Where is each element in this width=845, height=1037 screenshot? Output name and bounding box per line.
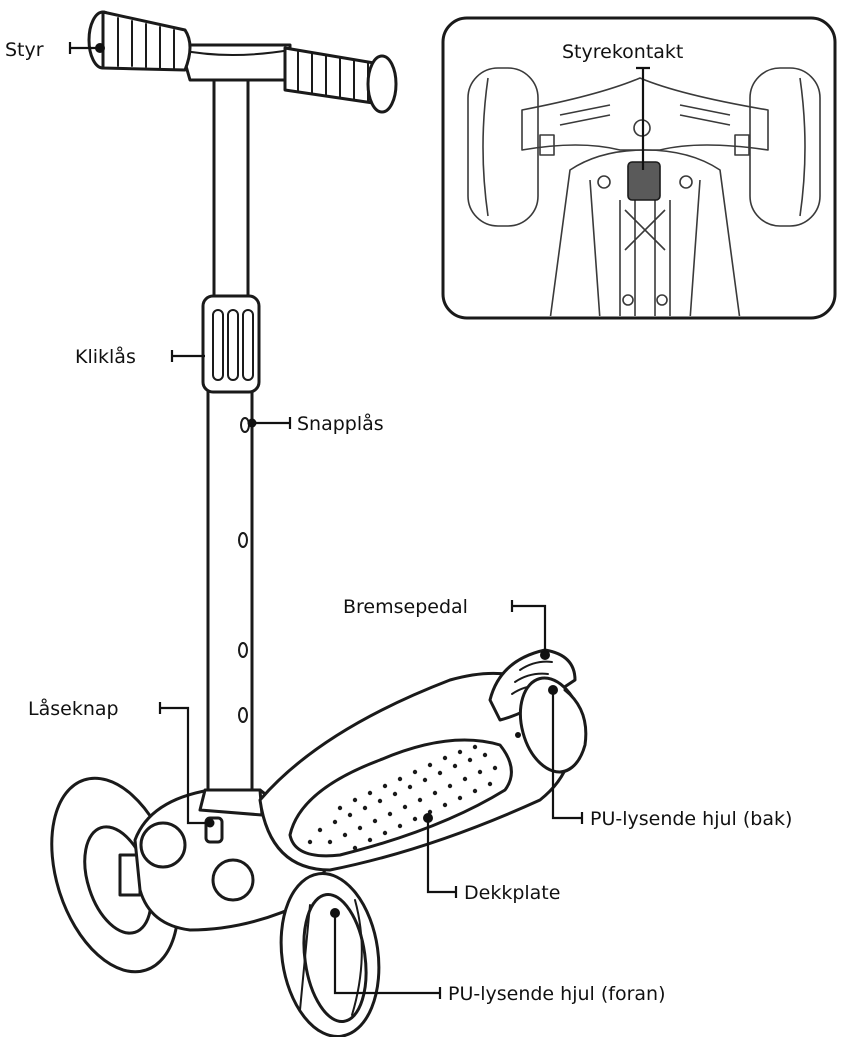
label-click-lock: Kliklås (75, 345, 136, 368)
stem-lower (208, 375, 252, 825)
left-grip (89, 12, 190, 70)
label-lock-button: Låseknap (28, 697, 119, 720)
label-rear-wheel: PU-lysende hjul (bak) (590, 808, 792, 830)
label-steering-connector: Styrekontakt (562, 41, 683, 63)
label-front-wheel: PU-lysende hjul (foran) (448, 983, 665, 1005)
handlebar-marker (95, 43, 105, 53)
label-snap-lock: Snapplås (297, 412, 384, 435)
steering-connector-inset (443, 18, 835, 320)
label-handlebar: Styr (5, 39, 44, 61)
label-deck: Dekkplate (464, 882, 560, 904)
click-lock-collar (203, 296, 259, 392)
right-grip (285, 48, 396, 112)
label-brake-pedal: Bremsepedal (343, 596, 468, 618)
